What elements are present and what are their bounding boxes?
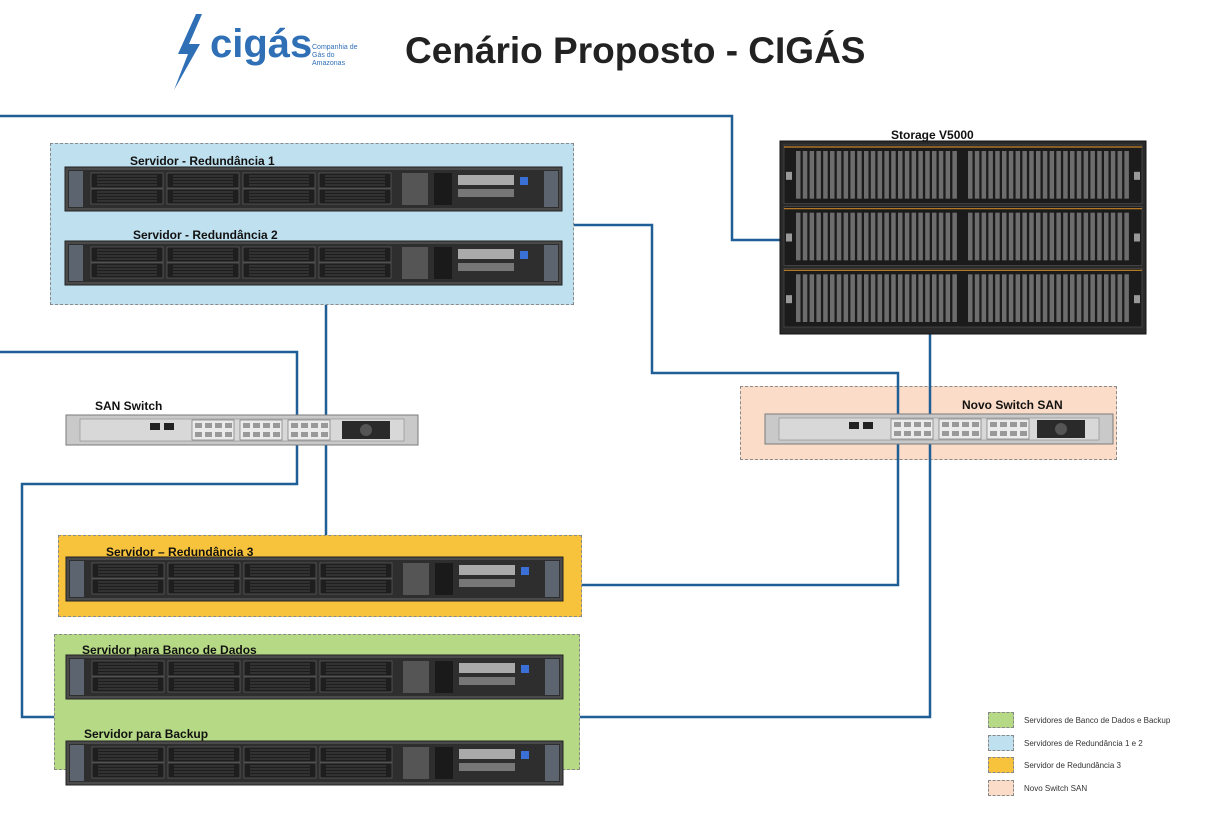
legend-swatch-database (988, 712, 1014, 728)
label-server-backup: Servidor para Backup (84, 727, 209, 741)
devices (64, 140, 1147, 786)
cable-5 (582, 432, 900, 587)
server-backup (65, 740, 564, 786)
label-storage: Storage V5000 (891, 128, 974, 142)
cable-6 (580, 333, 932, 719)
san-switch (65, 414, 419, 446)
legend-label-redundancy-3: Servidor de Redundância 3 (1024, 761, 1121, 770)
new-switch-san (764, 413, 1114, 445)
legend-label-new-switch: Novo Switch SAN (1024, 784, 1088, 793)
legend-label-redundancy-1-2: Servidores de Redundância 1 e 2 (1024, 739, 1143, 748)
cable-2 (574, 223, 900, 430)
legend-swatch-redundancy-3 (988, 757, 1014, 773)
cable-1 (0, 114, 790, 242)
legend-swatch-new-switch (988, 780, 1014, 796)
lightning-bolt-icon (174, 14, 202, 90)
legend-swatch-redundancy-1-2 (988, 735, 1014, 751)
label-san-switch: SAN Switch (95, 399, 163, 413)
legend-label-database: Servidores de Banco de Dados e Backup (1024, 716, 1171, 725)
storage-v5000 (779, 140, 1147, 335)
label-new-switch-san: Novo Switch SAN (962, 398, 1063, 412)
logo-text: cigás (210, 22, 313, 66)
server-redundancy-2 (64, 240, 563, 286)
logo-subtitle: Companhia de Gás do Amazonas (312, 44, 358, 67)
label-server-database: Servidor para Banco de Dados (82, 643, 257, 657)
cable-4 (0, 350, 299, 719)
server-redundancy-3 (65, 556, 564, 602)
server-database (65, 654, 564, 700)
cigas-logo (174, 14, 202, 90)
label-server-redundancy-2: Servidor - Redundância 2 (133, 228, 278, 242)
label-server-redundancy-3: Servidor – Redundância 3 (106, 545, 254, 559)
legend: Servidores de Banco de Dados e Backup Se… (960, 708, 1215, 808)
page-title: Cenário Proposto - CIGÁS (405, 30, 866, 71)
cables (0, 114, 932, 719)
label-server-redundancy-1: Servidor - Redundância 1 (130, 154, 275, 168)
server-redundancy-1 (64, 166, 563, 212)
